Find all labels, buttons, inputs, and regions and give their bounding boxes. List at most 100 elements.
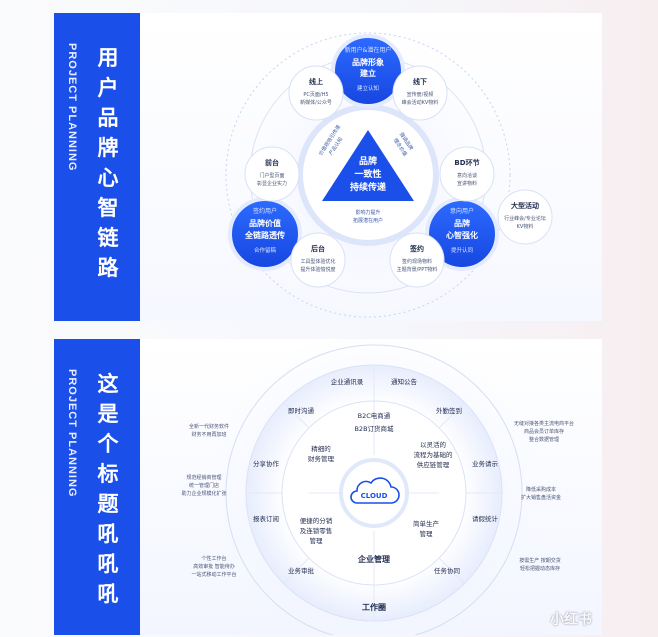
node-top: 新用户&潜在用户 品牌形象 建立 建立认知 [331,34,405,108]
inner-top-1: B2C电商通 [358,411,391,420]
svg-text:行业峰会/专业论坛: 行业峰会/专业论坛 [504,215,546,222]
outer-bottom: 工作圈 [362,602,386,612]
cloud-platform-panel: PROJECT PLANNING 这是个标题吼吼吼 [54,339,602,635]
inner-bottom: 企业管理 [357,554,390,564]
channel-bd: BD环节 意向洽谈 宣讲物料 [439,146,495,202]
outer-report: 报表订阅 [253,514,279,523]
node-right-title-2: 心智强化 [446,230,478,240]
svg-text:宣传册/视频: 宣传册/视频 [407,91,434,98]
arrow-label-bottom-2: 拓展潜在用户 [353,217,383,224]
svg-text:签约现场物料: 签约现场物料 [402,258,432,265]
svg-text:后台: 后台 [311,244,325,253]
svg-text:新媒体/公众号: 新媒体/公众号 [300,99,332,106]
node-left-sub: 签约用户 [253,207,277,215]
outer-request: 业务请示 [472,459,499,468]
node-top-note: 建立认知 [357,84,379,92]
node-right-note: 提升认同 [451,246,474,254]
outer-share: 分享协作 [253,459,280,468]
svg-text:轻松把握动态库存: 轻松把握动态库存 [520,565,560,572]
outer-chat: 即时沟通 [288,406,315,415]
brand-mindset-panel: PROJECT PLANNING 用户品牌心智链路 品牌 一致性 持续传递 价值… [54,13,602,321]
inner-supply-3: 供应链管理 [417,460,450,469]
svg-text:无缝对接各类主流电商平台: 无缝对接各类主流电商平台 [514,420,574,427]
cloud-center [339,458,409,528]
node-left-title-2: 全链路透传 [244,230,285,240]
watermark: 小红书 [550,612,592,628]
svg-text:线上: 线上 [309,77,323,86]
svg-text:彰显企业实力: 彰显企业实力 [257,180,287,187]
svg-text:峰会活动KV物料: 峰会活动KV物料 [402,99,439,106]
inner-retail-2: 及连锁零售 [300,526,333,535]
outer-task: 任务协同 [434,566,460,575]
svg-text:全新一代财务软件: 全新一代财务软件 [189,423,229,430]
svg-text:统一管理门店: 统一管理门店 [189,482,219,489]
channel-front: 前台 门户型页面 彰显企业实力 [244,146,300,202]
notes-left: 全新一代财务软件 财务不用再加班 规范经销商管理 统一管理门店 助力企业规模化扩… [181,423,236,578]
svg-text:签约: 签约 [409,244,424,253]
side-chinese-title-2: 这是个标题吼吼吼 [97,372,119,606]
triangle-line-1: 品牌 [359,155,377,167]
inner-finance-2: 财务管理 [308,454,335,463]
channel-offline: 线下 宣传册/视频 峰会活动KV物料 [392,65,448,121]
cloud-wheel-diagram: CLOUD B2C电商通 B2B订货商城 精细的 财务管理 以灵活的 流程为基础… [181,339,574,635]
svg-text:提升体验愉悦度: 提升体验愉悦度 [300,266,335,273]
svg-text:助力企业规模化扩张: 助力企业规模化扩张 [181,490,226,497]
svg-text:PC页面/H5: PC页面/H5 [303,92,328,98]
node-left: 签约用户 品牌价值 全链路透传 合作留稿 [228,197,302,271]
core-triangle [322,130,414,201]
inner-production-1: 简单生产 [413,519,440,528]
svg-text:扩大销售盘活资金: 扩大销售盘活资金 [521,494,561,501]
node-right-sub: 意向用户 [450,207,474,215]
inner-finance-1: 精细的 [311,444,331,453]
svg-text:KV物料: KV物料 [517,223,534,230]
cloud-label: CLOUD [361,492,388,500]
node-left-title-1: 品牌价值 [249,218,281,228]
notes-right: 无缝对接各类主流电商平台 商品会员订单库存 整合数据管理 降低采购成本 扩大销售… [514,420,574,572]
node-right-title-1: 品牌 [454,218,470,228]
svg-text:一站式移动工作平台: 一站式移动工作平台 [191,571,236,578]
svg-text:主题背景/PPT物料: 主题背景/PPT物料 [397,266,438,273]
svg-text:BD环节: BD环节 [454,158,479,167]
wheel-spokes [246,365,502,621]
cloud-icon [350,477,400,504]
side-banner-2: PROJECT PLANNING 这是个标题吼吼吼 [54,339,140,635]
outer-checkin: 外勤签到 [436,406,462,415]
outer-ring-line [225,344,523,635]
svg-text:整合数据管理: 整合数据管理 [529,436,559,443]
svg-text:前台: 前台 [265,158,279,167]
svg-text:按需生产 按期交货: 按需生产 按期交货 [519,557,561,564]
outer-top-1: 企业通讯录 [331,377,364,386]
svg-text:线下: 线下 [413,77,427,86]
channel-sign: 签约 签约现场物料 主题背景/PPT物料 [389,232,445,288]
inner-retail-1: 便捷的分销 [300,516,333,525]
svg-text:降低采购成本: 降低采购成本 [526,486,556,493]
node-top-title-1: 品牌形象 [352,57,384,67]
outer-dashed-ring [225,32,511,318]
side-banner: PROJECT PLANNING 用户品牌心智链路 [54,13,140,321]
side-chinese-title: 用户品牌心智链路 [97,46,119,280]
channel-online: 线上 PC页面/H5 新媒体/公众号 [288,65,344,121]
svg-text:个性工作台: 个性工作台 [201,555,226,562]
svg-text:工具型体验优化: 工具型体验优化 [300,258,335,265]
svg-text:高效审批 智能待办: 高效审批 智能待办 [193,563,235,570]
node-top-sub: 新用户&潜在用户 [345,46,392,54]
inner-retail-3: 管理 [310,536,324,545]
svg-text:大型活动: 大型活动 [511,201,539,210]
node-top-title-2: 建立 [359,68,376,78]
arrow-label-bottom-1: 影响力提升 [355,209,380,216]
brand-chain-diagram: 品牌 一致性 持续传递 价值观吸引传递 产品认知 强调品牌 理念价值 影响力提升… [218,25,553,321]
outer-approval: 业务审批 [288,566,315,575]
inner-supply-2: 流程为基础的 [414,450,454,459]
svg-text:财务不用再加班: 财务不用再加班 [191,431,226,438]
node-left-note: 合作留稿 [254,246,277,254]
svg-text:意向洽谈: 意向洽谈 [457,172,477,179]
svg-text:门户型页面: 门户型页面 [259,172,284,179]
outer-leave: 请假统计 [472,514,499,523]
triangle-line-3: 持续传递 [350,181,386,193]
inner-top-2: B2B订货商城 [354,424,394,433]
channel-event: 大型活动 行业峰会/专业论坛 KV物料 [497,189,553,245]
side-english-title: PROJECT PLANNING [66,43,78,172]
svg-text:商品会员订单库存: 商品会员订单库存 [524,428,564,435]
side-english-title-2: PROJECT PLANNING [66,369,78,498]
triangle-line-2: 一致性 [354,168,381,180]
